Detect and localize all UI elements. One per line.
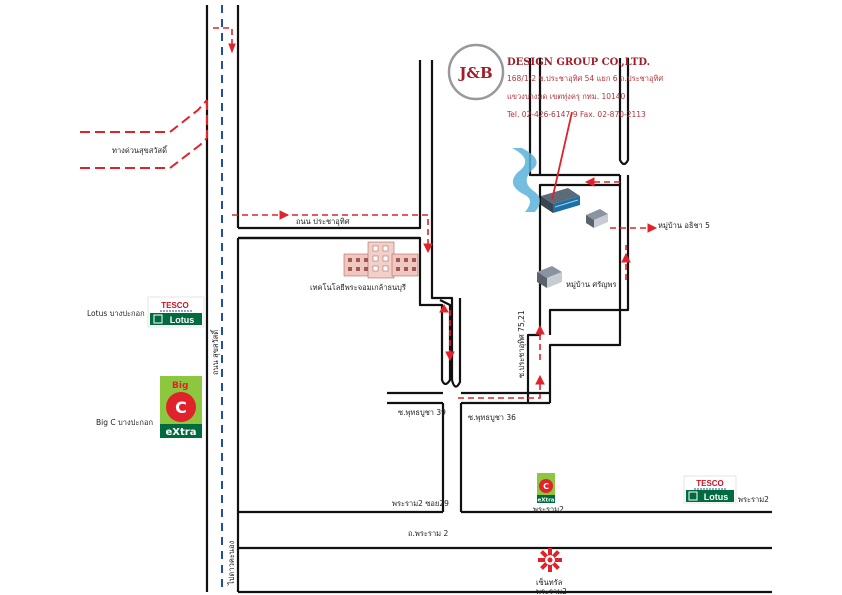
tesco-lotus-logo-rama2: TESCO Lotus bbox=[683, 475, 737, 504]
svg-text:Lotus: Lotus bbox=[704, 492, 729, 502]
company-address-1: 168/1-2 ซ.ประชาอุทิศ 54 แยก 6 ถ.ประชาอุท… bbox=[507, 74, 663, 83]
college-building bbox=[343, 241, 419, 279]
svg-text:eXtra: eXtra bbox=[166, 427, 197, 438]
svg-text:Lotus: Lotus bbox=[170, 315, 195, 325]
label-expressway: ทางด่วนสุขสวัสดิ์ bbox=[112, 145, 168, 155]
svg-text:C: C bbox=[175, 398, 187, 417]
company-pointer bbox=[551, 111, 573, 201]
logo-text: J&B bbox=[457, 64, 492, 82]
svg-text:TESCO: TESCO bbox=[696, 479, 724, 488]
tesco-lotus-logo-bangpakok: TESCO Lotus bbox=[147, 296, 205, 328]
route-path bbox=[213, 27, 650, 399]
label-central-sub: พระราม2 bbox=[536, 587, 567, 595]
company-name: DESIGN GROUP CO.,LTD. bbox=[507, 57, 650, 68]
label-rama2-soi29: พระราม2 ซอย29 bbox=[392, 499, 449, 508]
label-rama2-bigc: พระราม2 bbox=[533, 505, 564, 514]
label-college: เทคโนโลยีพระจอมเกล้าธนบุรี bbox=[310, 283, 406, 292]
company-address-2: แขวงบางมด เขตทุ่งครุ กทม. 10140 bbox=[507, 92, 626, 101]
label-pracha-uthit-soi: ซ.ประชาอุทิศ 75,21 bbox=[517, 310, 526, 378]
label-central: เซ็นทรัล bbox=[536, 577, 562, 587]
label-pracha-uthit-road: ถนน ประชาอุทิศ bbox=[296, 217, 350, 226]
river bbox=[512, 148, 540, 212]
label-bigc-bangpakok: Big C บางปะกอก bbox=[96, 418, 153, 427]
village-building-2 bbox=[537, 266, 562, 288]
label-lotus-bangpakok: Lotus บางปะกอก bbox=[87, 309, 145, 318]
company-logo: J&B bbox=[447, 43, 505, 101]
central-logo bbox=[538, 548, 562, 572]
label-village-sirinporn: หมู่บ้าน ศรัญพร bbox=[566, 280, 617, 289]
svg-text:eXtra: eXtra bbox=[537, 498, 554, 504]
village-building-1 bbox=[586, 209, 608, 228]
bigc-extra-logo-rama2: C eXtra bbox=[537, 473, 555, 504]
route-arrows bbox=[228, 43, 658, 385]
expressway bbox=[80, 99, 208, 169]
svg-text:TESCO: TESCO bbox=[161, 301, 189, 310]
label-rama2-lotus: พระราม2 bbox=[738, 495, 769, 504]
label-rama2-road: ถ.พระราม 2 bbox=[408, 529, 448, 538]
label-phutthabucha-36: ซ.พุทธบูชา 36 bbox=[468, 413, 516, 422]
company-building bbox=[541, 188, 580, 213]
svg-text:Big: Big bbox=[172, 381, 188, 391]
label-phutthabucha-39: ซ.พุทธบูชา 39 bbox=[398, 408, 446, 417]
company-phone: Tel. 02-426-6147-9 Fax. 02-870-2113 bbox=[506, 110, 646, 119]
bigc-extra-logo-bangpakok: Big C eXtra bbox=[160, 376, 202, 438]
label-dao-khanong: ไปดาวคะนอง bbox=[227, 540, 236, 586]
label-suksawat-road: ถนน สุขสวัสดิ์ bbox=[210, 328, 220, 375]
svg-text:C: C bbox=[543, 482, 549, 491]
label-village-athita: หมู่บ้าน อธิชา 5 bbox=[658, 221, 710, 230]
